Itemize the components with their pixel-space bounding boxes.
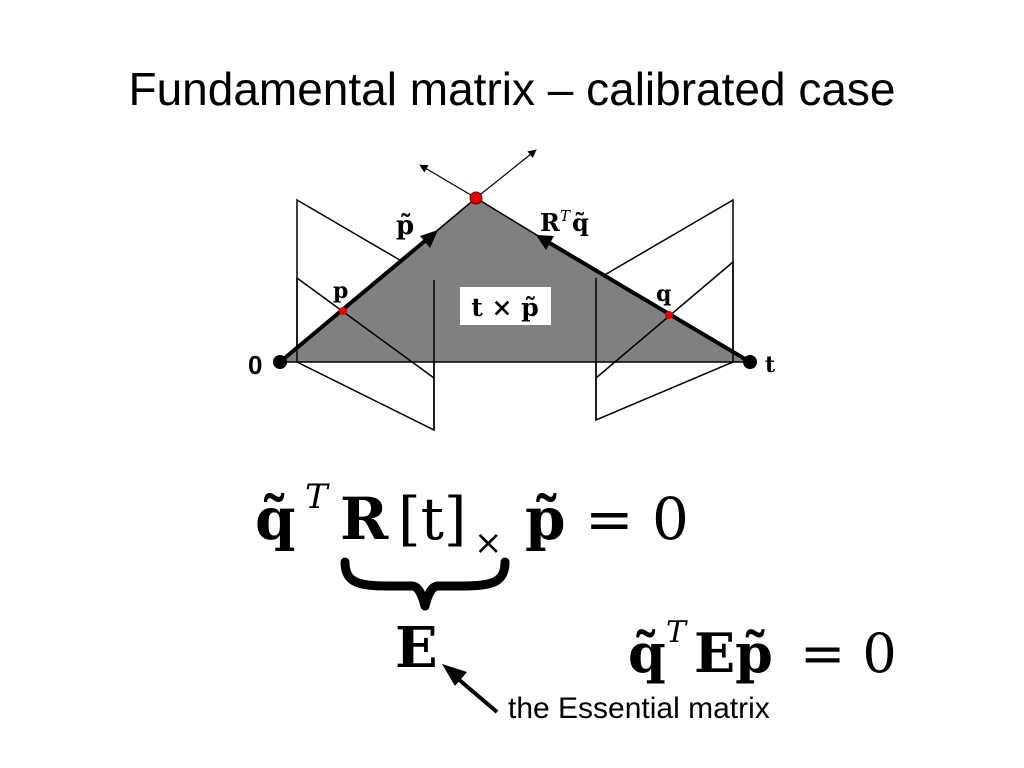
- label-t: t: [765, 352, 776, 378]
- equation2-equals-zero: = 0: [800, 622, 897, 685]
- ray-rt-q-tilde: [546, 240, 752, 364]
- label-p-tilde: p̃: [396, 211, 414, 241]
- camera-center-right: [743, 355, 757, 369]
- right-ray-extension: [475, 197, 549, 243]
- equation-sub-cross: ×: [474, 523, 503, 563]
- ray-p-tilde: [278, 238, 428, 364]
- cross-label-bg: [460, 287, 551, 325]
- label-origin: 0: [248, 350, 262, 380]
- equation-sup-t: T: [305, 477, 330, 517]
- ray-rt-q-tilde-arrowhead: [536, 235, 554, 250]
- underbrace-label-e: E: [395, 615, 438, 681]
- image-point-q: [665, 311, 673, 319]
- equation2-ep-tilde: Ep̃: [694, 621, 773, 685]
- apex-arrow-right: [475, 149, 537, 199]
- equation-bracket-t: [t]: [398, 485, 467, 553]
- world-point: [469, 191, 483, 205]
- underbrace: [340, 557, 510, 611]
- slide-title: Fundamental matrix – calibrated case: [128, 63, 896, 115]
- label-p: p: [333, 278, 348, 304]
- equation2-q-tilde: q̃: [628, 621, 666, 685]
- image-point-p: [339, 307, 347, 315]
- camera-center-left: [273, 355, 287, 369]
- left-ray-extension: [425, 197, 477, 241]
- epipolar-plane: [280, 198, 750, 362]
- equation-q-tilde: q̃: [255, 485, 296, 553]
- essential-matrix-caption: the Essential matrix: [508, 692, 770, 725]
- label-q: q: [656, 281, 671, 307]
- label-cross-product: t × p̃: [471, 293, 538, 322]
- equation-equals-zero: = 0: [585, 485, 689, 553]
- label-rt-q-tilde: RTq̃: [540, 207, 589, 237]
- equation-r: R: [340, 485, 389, 553]
- equation-p-tilde: p̃: [525, 485, 566, 553]
- apex-arrow-left: [419, 164, 477, 199]
- caption-arrow-head: [442, 664, 467, 686]
- right-plane-inner-edge: [595, 261, 734, 379]
- equation2-sup-t: T: [666, 615, 688, 650]
